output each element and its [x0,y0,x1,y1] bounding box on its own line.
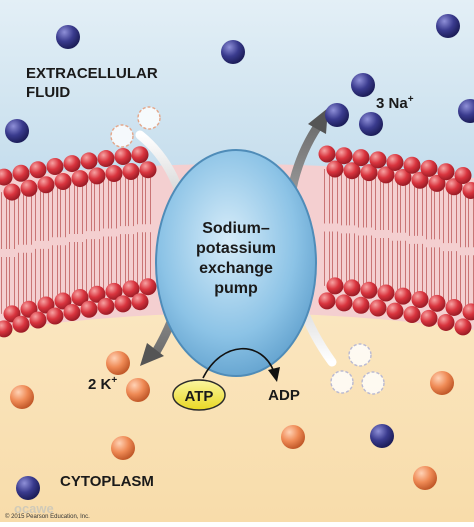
phospholipid-head [13,316,30,333]
sodium-ion [370,424,394,448]
phospholipid-head [55,173,72,190]
sodium-ion [221,40,245,64]
atp-label: ATP [185,388,214,405]
phospholipid-head [132,146,149,163]
sodium-charge: + [408,94,414,105]
phospholipid-head [81,152,98,169]
phospholipid-head [72,170,89,187]
sodium-ion [16,476,40,500]
phospholipid-head [429,295,446,312]
sodium-ion [351,73,375,97]
phospholipid-head [81,301,98,318]
copyright-notice: © 2015 Pearson Education, Inc. [5,513,90,520]
phospholipid-head [89,167,106,184]
potassium-ion [111,436,135,460]
potassium-count: 2 K [88,376,112,393]
phospholipid-head [421,310,438,327]
sodium-ion [56,25,80,49]
potassium-ion [106,351,130,375]
phospholipid-head [132,293,149,310]
phospholipid-head [412,291,429,308]
vacated-potassium-site [138,107,160,129]
potassium-charge: + [111,375,117,386]
phospholipid-head [455,318,472,335]
phospholipid-head [30,161,47,178]
phospholipid-head [140,278,157,295]
phospholipid-head [47,158,64,175]
pump-label-line1: Sodium– [202,220,270,237]
phospholipid-head [319,292,336,309]
phospholipid-head [455,167,472,184]
vacated-sodium-site [362,372,384,394]
phospholipid-head [47,308,64,325]
phospholipid-head [387,303,404,320]
pump-label-line3: exchange [199,260,273,277]
phospholipid-head [13,165,30,182]
phospholipid-head [336,294,353,311]
phospholipid-head [319,146,336,163]
phospholipid-head [353,297,370,314]
phospholipid-head [38,176,55,193]
phospholipid-head [404,157,421,174]
phospholipid-head [21,180,38,197]
phospholipid-head [387,154,404,171]
potassium-ion [281,425,305,449]
potassium-ion [413,466,437,490]
pump-label-line4: pump [214,280,258,297]
phospholipid-head [344,279,361,296]
phospholipid-head [98,150,115,167]
phospholipid-head [64,304,81,321]
phospholipid-head [30,311,47,328]
phospholipid-head [404,306,421,323]
potassium-ion [10,385,34,409]
vacated-potassium-site [111,125,133,147]
phospholipid-head [395,288,412,305]
extracellular-label-line1: EXTRACELLULAR [26,65,158,82]
phospholipid-head [438,314,455,331]
pump-label-line2: potassium [196,240,276,257]
sodium-ion [359,112,383,136]
phospholipid-head [336,147,353,164]
potassium-ion [430,371,454,395]
phospholipid-head [327,277,344,294]
vacated-sodium-site [331,371,353,393]
phospholipid-head [4,184,21,201]
adp-label: ADP [268,387,300,404]
sodium-ion [5,119,29,143]
cytoplasm-label: CYTOPLASM [60,473,154,490]
phospholipid-head [446,299,463,316]
phospholipid-head [438,163,455,180]
phospholipid-head [353,149,370,166]
phospholipid-head [361,282,378,299]
phospholipid-head [64,155,81,172]
phospholipid-head [370,300,387,317]
phospholipid-head [370,151,387,168]
phospholipid-head [421,160,438,177]
phospholipid-head [98,298,115,315]
phospholipid-head [378,285,395,302]
sodium-ion [436,14,460,38]
phospholipid-head [115,148,132,165]
sodium-count: 3 Na [376,95,408,112]
vacated-sodium-site [349,344,371,366]
phospholipid-head [115,295,132,312]
sodium-ion [325,103,349,127]
phospholipid-head [140,161,157,178]
phospholipid-head [123,163,140,180]
potassium-ion [126,378,150,402]
phospholipid-head [106,165,123,182]
extracellular-label-line2: FLUID [26,84,70,101]
